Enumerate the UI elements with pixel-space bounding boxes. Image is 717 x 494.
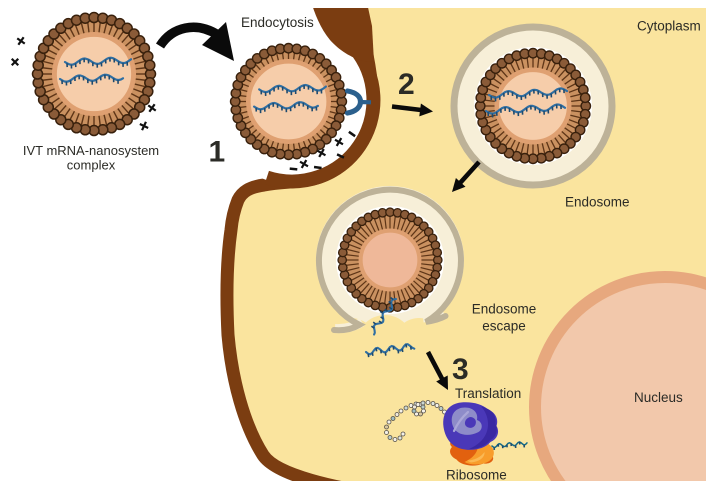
svg-text:2: 2 <box>398 68 415 101</box>
svg-text:Cytoplasm: Cytoplasm <box>637 19 701 34</box>
svg-text:Ribosome: Ribosome <box>446 468 507 483</box>
svg-text:Translation: Translation <box>455 386 521 401</box>
svg-text:IVT mRNA-nanosystem: IVT mRNA-nanosystem <box>23 143 159 158</box>
svg-text:escape: escape <box>482 319 526 334</box>
svg-text:3: 3 <box>452 353 469 386</box>
svg-text:Endocytosis: Endocytosis <box>241 15 314 30</box>
svg-text:1: 1 <box>209 136 226 169</box>
svg-text:complex: complex <box>67 158 116 173</box>
svg-text:Nucleus: Nucleus <box>634 390 683 405</box>
svg-text:Endosome: Endosome <box>565 195 630 210</box>
svg-text:Endosome: Endosome <box>472 302 537 317</box>
